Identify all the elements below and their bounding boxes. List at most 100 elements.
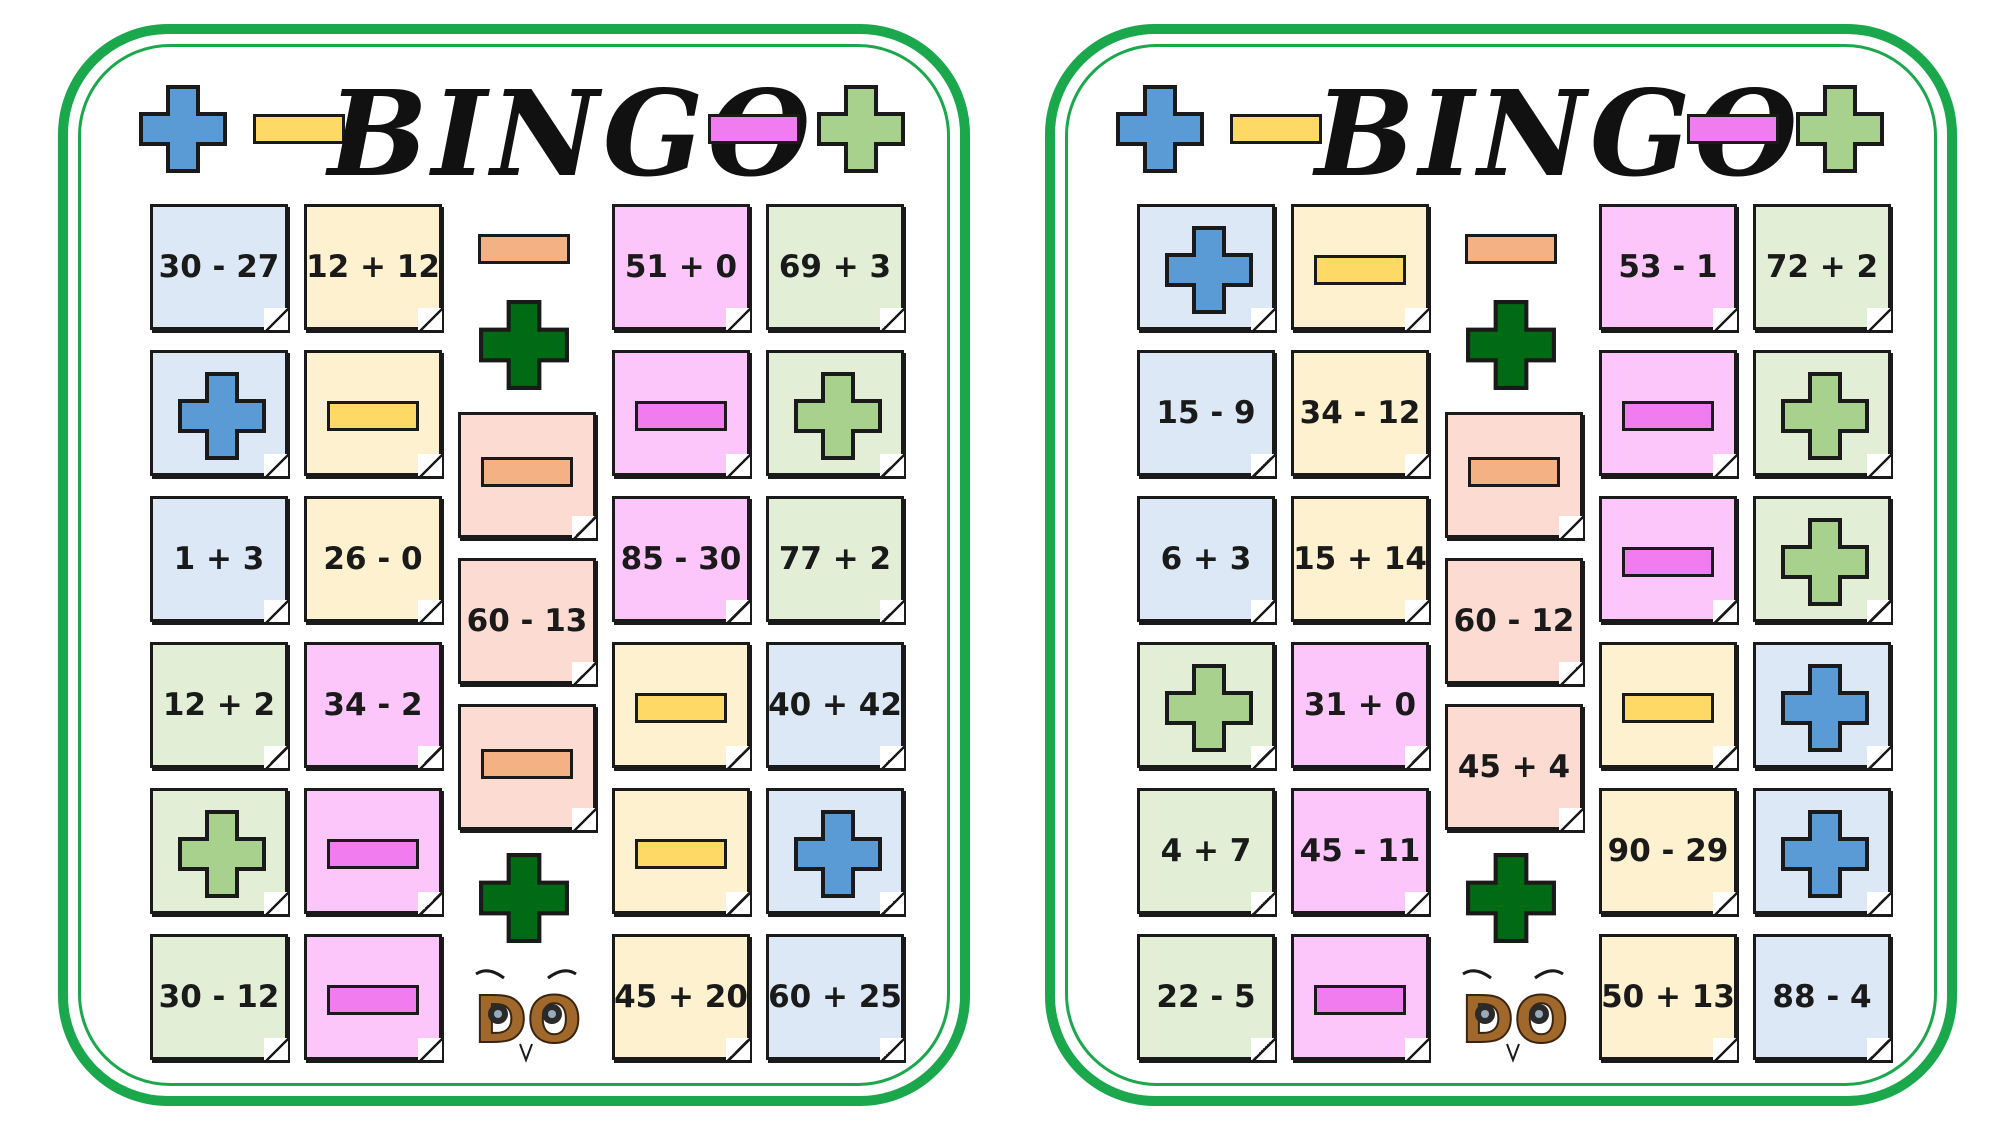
bingo-card-1: BINGO 30 - 27 1 + 3 12 + 2 30 - 12 12 + … (58, 24, 970, 1106)
plus-icon (478, 852, 570, 944)
card-header: BINGO (1055, 34, 1967, 214)
minus-icon (478, 234, 570, 264)
plus-icon (1164, 663, 1254, 753)
minus-icon (708, 114, 800, 144)
bingo-title: BINGO (328, 64, 815, 203)
bingo-tile[interactable] (1137, 204, 1275, 330)
minus-icon (1622, 547, 1714, 577)
bingo-tile[interactable] (612, 350, 750, 476)
bingo-tile[interactable]: 53 - 1 (1599, 204, 1737, 330)
card-inner-border (78, 44, 950, 1086)
minus-icon (327, 401, 419, 431)
bingo-tile[interactable]: 30 - 12 (150, 934, 288, 1060)
plus-icon (793, 809, 883, 899)
bingo-tile[interactable]: 72 + 2 (1753, 204, 1891, 330)
plus-icon (1115, 84, 1205, 174)
bingo-tile[interactable]: 26 - 0 (304, 496, 442, 622)
bingo-tile[interactable]: 30 - 27 (150, 204, 288, 330)
bingo-tile[interactable]: 1 + 3 (150, 496, 288, 622)
bingo-card-2: BINGO 15 - 9 6 + 3 4 + 7 22 - 5 34 - 12 … (1045, 24, 1957, 1106)
bingo-tile[interactable] (304, 350, 442, 476)
minus-icon (1230, 114, 1322, 144)
minus-icon (1687, 114, 1779, 144)
bingo-tile[interactable]: 60 - 13 (458, 558, 596, 684)
minus-icon (481, 749, 573, 779)
bingo-tile[interactable] (150, 788, 288, 914)
plus-icon (1465, 852, 1557, 944)
bingo-tile[interactable] (1137, 642, 1275, 768)
bingo-tile[interactable]: 12 + 12 (304, 204, 442, 330)
plus-icon (1780, 809, 1870, 899)
bingo-tile[interactable]: 4 + 7 (1137, 788, 1275, 914)
minus-icon (1468, 457, 1560, 487)
bingo-tile[interactable]: 6 + 3 (1137, 496, 1275, 622)
bingo-tile[interactable]: 45 + 4 (1445, 704, 1583, 830)
bingo-tile[interactable] (304, 788, 442, 914)
bingo-tile[interactable]: 90 - 29 (1599, 788, 1737, 914)
bingo-tile[interactable] (1753, 496, 1891, 622)
bingo-tile[interactable]: 69 + 3 (766, 204, 904, 330)
minus-icon (253, 114, 345, 144)
bingo-tile[interactable]: 50 + 13 (1599, 934, 1737, 1060)
bingo-tile[interactable] (612, 788, 750, 914)
minus-icon (327, 839, 419, 869)
bingo-tile[interactable] (1753, 788, 1891, 914)
bingo-tile[interactable] (458, 412, 596, 538)
plus-icon (138, 84, 228, 174)
bingo-tile[interactable] (766, 788, 904, 914)
bingo-tile[interactable]: 51 + 0 (612, 204, 750, 330)
bingo-tile[interactable] (1599, 350, 1737, 476)
plus-icon (793, 371, 883, 461)
bingo-tile[interactable] (766, 350, 904, 476)
bingo-tile[interactable] (1599, 496, 1737, 622)
plus-icon (1780, 517, 1870, 607)
minus-icon (481, 457, 573, 487)
bingo-tile[interactable]: 85 - 30 (612, 496, 750, 622)
minus-icon (327, 985, 419, 1015)
minus-icon (635, 401, 727, 431)
plus-icon (478, 299, 570, 391)
plus-icon (177, 809, 267, 899)
bingo-tile[interactable]: 22 - 5 (1137, 934, 1275, 1060)
bingo-tile[interactable] (458, 704, 596, 830)
bingo-tile[interactable]: 40 + 42 (766, 642, 904, 768)
bingo-tile[interactable] (1291, 934, 1429, 1060)
bingo-tile[interactable]: 60 + 25 (766, 934, 904, 1060)
plus-icon (1465, 299, 1557, 391)
plus-icon (177, 371, 267, 461)
bingo-tile[interactable]: 15 + 14 (1291, 496, 1429, 622)
bingo-tile[interactable] (1291, 204, 1429, 330)
bingo-tile[interactable] (1445, 412, 1583, 538)
card-inner-border (1065, 44, 1937, 1086)
bingo-tile[interactable]: 34 - 2 (304, 642, 442, 768)
bingo-tile[interactable]: 45 + 20 (612, 934, 750, 1060)
bingo-tile[interactable] (1753, 350, 1891, 476)
minus-icon (1622, 401, 1714, 431)
plus-icon (1795, 84, 1885, 174)
plus-icon (816, 84, 906, 174)
card-header: BINGO (68, 34, 980, 214)
owl-logo-icon: DO (468, 964, 584, 1064)
bingo-tile[interactable]: 45 - 11 (1291, 788, 1429, 914)
bingo-tile[interactable] (304, 934, 442, 1060)
minus-icon (635, 693, 727, 723)
bingo-tile[interactable] (1599, 642, 1737, 768)
bingo-tile[interactable]: 77 + 2 (766, 496, 904, 622)
owl-logo-icon: DO (1455, 964, 1571, 1064)
bingo-tile[interactable] (150, 350, 288, 476)
bingo-tile[interactable]: 12 + 2 (150, 642, 288, 768)
bingo-tile[interactable]: 15 - 9 (1137, 350, 1275, 476)
svg-text:DO: DO (474, 984, 582, 1058)
minus-icon (1465, 234, 1557, 264)
plus-icon (1780, 663, 1870, 753)
bingo-tile[interactable] (1753, 642, 1891, 768)
bingo-tile[interactable]: 60 - 12 (1445, 558, 1583, 684)
bingo-tile[interactable]: 88 - 4 (1753, 934, 1891, 1060)
svg-text:DO: DO (1461, 984, 1569, 1058)
minus-icon (635, 839, 727, 869)
bingo-tile[interactable] (612, 642, 750, 768)
minus-icon (1314, 985, 1406, 1015)
bingo-tile[interactable]: 31 + 0 (1291, 642, 1429, 768)
bingo-tile[interactable]: 34 - 12 (1291, 350, 1429, 476)
plus-icon (1780, 371, 1870, 461)
